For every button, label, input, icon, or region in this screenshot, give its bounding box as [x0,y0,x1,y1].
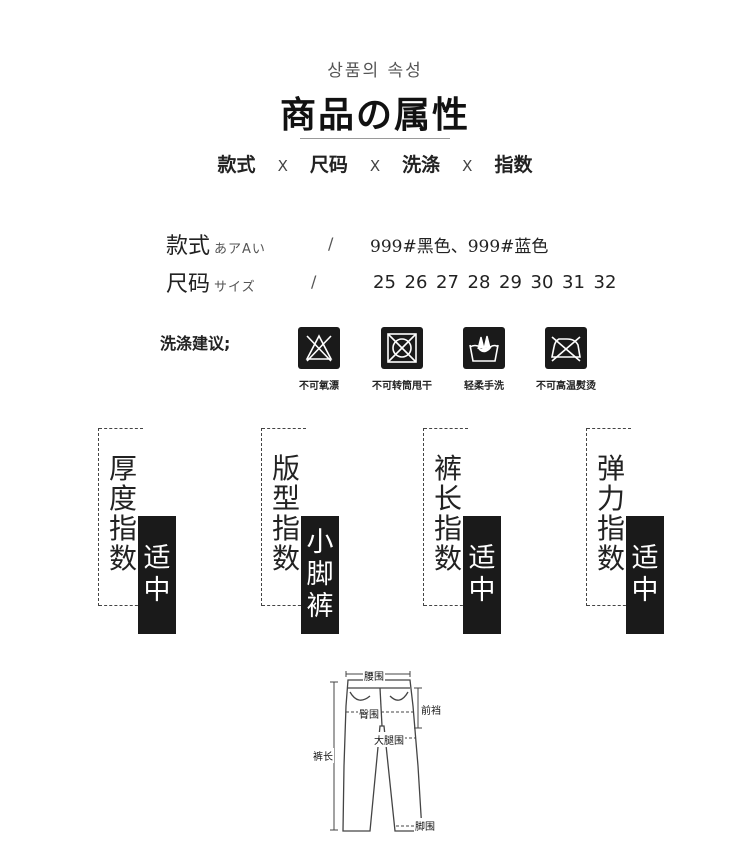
korean-subtitle: 상품의 속성 [327,61,423,81]
size-value: 30 [530,272,554,293]
style-label: 款式 [166,234,211,259]
page-title: 商品の属性 [279,95,470,136]
size-value: 25 [373,272,396,293]
title-divider [300,138,450,139]
size-values: 25 26 27 28 29 30 31 32 [373,272,625,293]
style-slash: / [328,234,334,253]
size-label: 尺码 [166,272,211,297]
nav-separator: X [462,157,473,175]
fit-index-value: 小脚裤 [306,527,334,622]
washing-label: 洗涤建议; [160,334,231,353]
size-attribute-label: 尺码サイズ [166,266,256,298]
no-high-temp-iron-caption: 不可高温熨烫 [536,381,596,392]
size-slash: / [311,272,317,291]
length-index-label: 裤长指数 [433,452,462,575]
thickness-index-value-block: 适中 [138,516,176,634]
style-value: 999#黑色、999#蓝色 [370,237,549,257]
index-bracket [261,428,310,606]
index-bracket [586,428,635,606]
hem-label: 脚围 [414,818,436,833]
thickness-index: 厚度指数 适中 [98,428,188,648]
size-sublabel: サイズ [214,280,256,295]
nav-separator: X [277,157,288,175]
size-value: 32 [593,272,617,293]
hip-label: 臀围 [358,706,380,721]
style-sublabel: あアAい [214,242,266,257]
fit-index-label: 版型指数 [271,452,300,575]
gentle-hand-wash-caption: 轻柔手洗 [464,381,504,392]
style-attribute-label: 款式あアAい [166,228,266,260]
size-value: 31 [562,272,585,293]
length-index: 裤长指数 适中 [423,428,513,648]
section-nav: 款式 X 尺码 X 洗涤 X 指数 [0,150,750,177]
length-label: 裤长 [312,748,334,763]
waist-label: 腰围 [363,668,385,683]
nav-separator: X [369,157,381,175]
thigh-label: 大腿围 [373,732,405,747]
no-tumble-dry-caption: 不可转筒甩干 [372,381,432,392]
thickness-index-label: 厚度指数 [108,452,137,575]
no-tumble-dry-icon [381,327,423,369]
size-value: 29 [499,272,522,293]
index-bracket [423,428,472,606]
no-bleach-icon [298,327,340,369]
pants-measurement-diagram: 腰围 臀围 前裆 大腿围 裤长 脚围 [310,666,460,836]
nav-item-index: 指数 [494,154,533,176]
size-value: 28 [467,272,491,293]
length-index-value: 适中 [468,543,496,606]
size-value: 26 [404,272,428,293]
length-index-value-block: 适中 [463,516,501,634]
no-high-temp-iron-icon [545,327,587,369]
elasticity-index-label: 弹力指数 [596,452,625,575]
nav-item-washing: 洗涤 [402,154,441,176]
nav-item-size: 尺码 [309,154,348,176]
index-bracket [98,428,147,606]
elasticity-index-value: 适中 [631,543,659,606]
nav-item-style: 款式 [217,154,256,176]
elasticity-index-value-block: 适中 [626,516,664,634]
size-value: 27 [436,272,459,293]
elasticity-index: 弹力指数 适中 [586,428,676,648]
no-bleach-caption: 不可氧漂 [299,381,339,392]
gentle-hand-wash-icon [463,327,505,369]
fit-index-value-block: 小脚裤 [301,516,339,634]
fit-index: 版型指数 小脚裤 [261,428,351,648]
thickness-index-value: 适中 [143,543,171,606]
front-rise-label: 前裆 [420,702,442,717]
